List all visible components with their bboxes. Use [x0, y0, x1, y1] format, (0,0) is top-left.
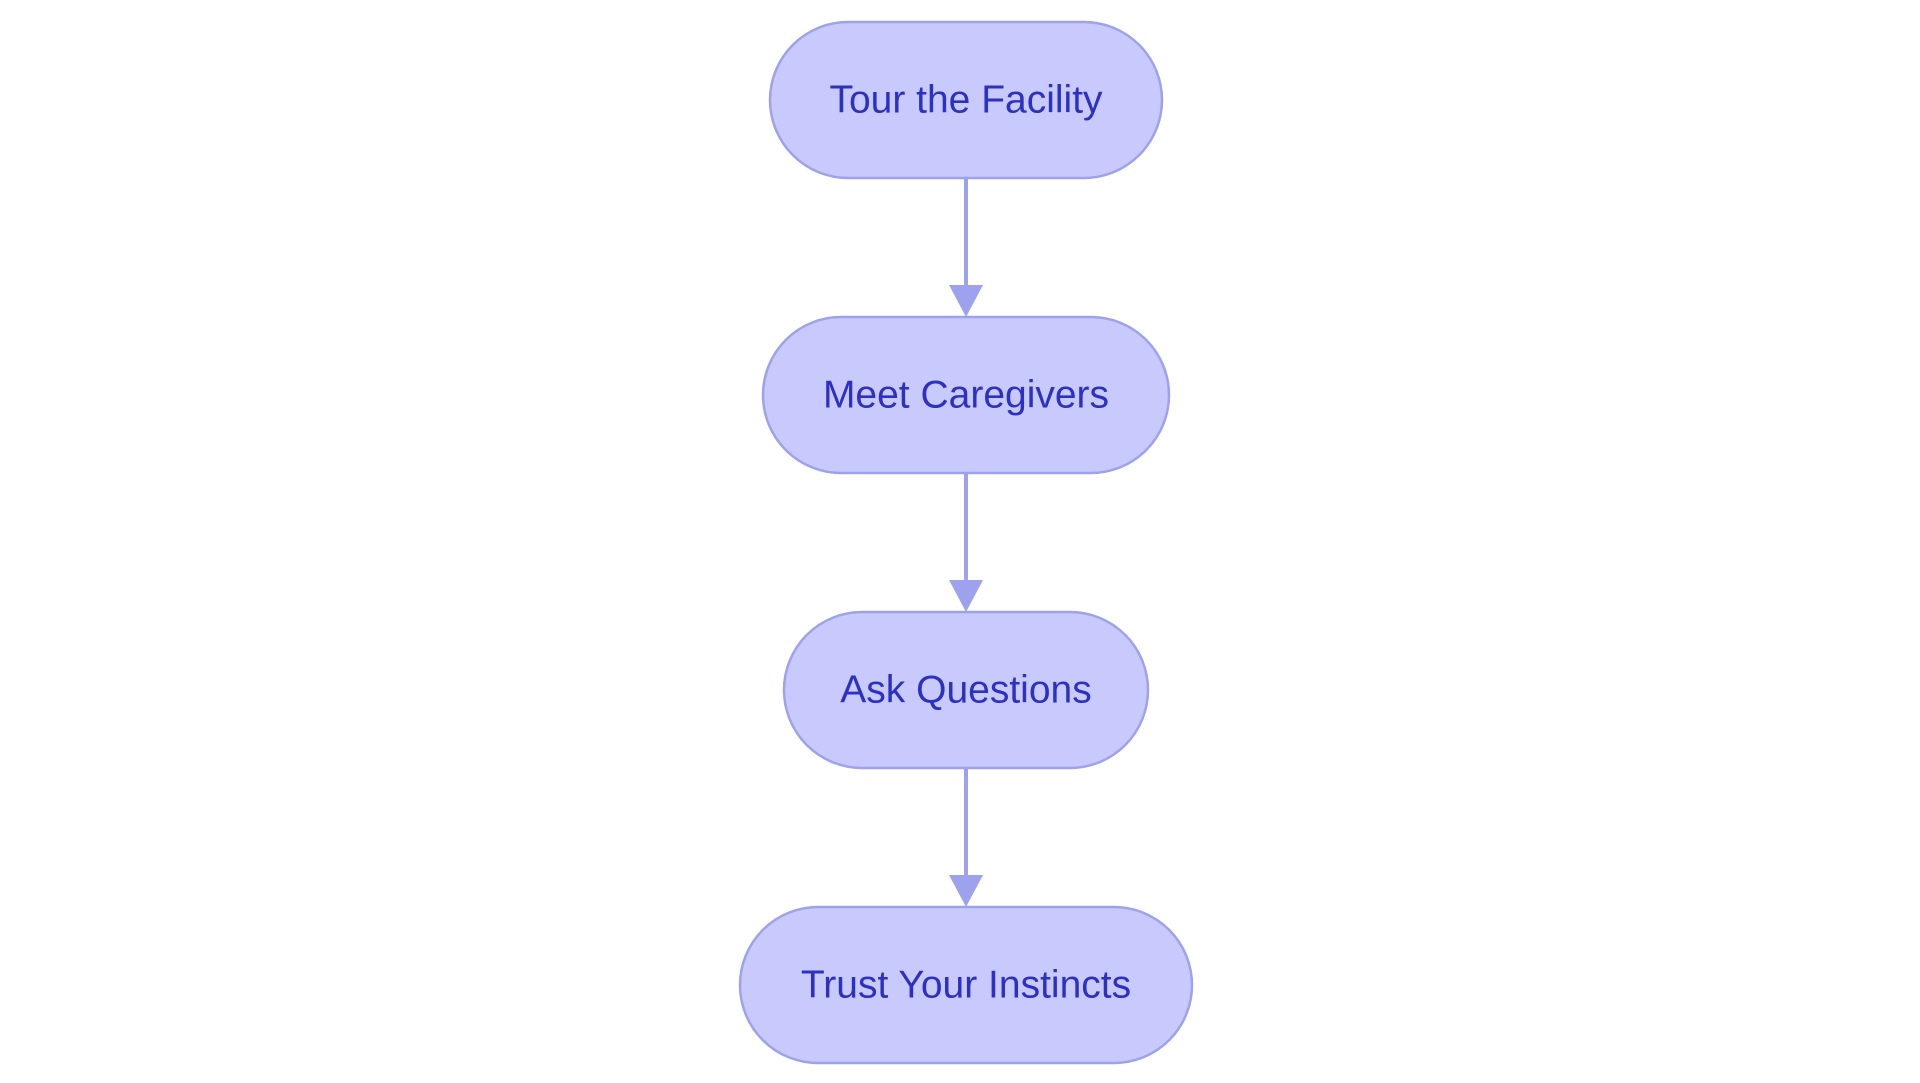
arrowhead-icon — [949, 580, 983, 612]
arrowhead-icon — [949, 875, 983, 907]
flow-node-meet: Meet Caregivers — [761, 315, 1171, 475]
flow-node-shape — [782, 610, 1150, 770]
flow-node-shape — [768, 20, 1164, 180]
flow-node-shape — [738, 905, 1194, 1065]
flow-node-trust: Trust Your Instincts — [738, 905, 1194, 1065]
flow-edge-ask-to-trust — [949, 768, 983, 907]
arrowhead-icon — [949, 285, 983, 317]
flow-node-ask: Ask Questions — [782, 610, 1150, 770]
edges-layer — [949, 178, 983, 907]
flow-node-shape — [761, 315, 1171, 475]
flow-node-label: Trust Your Instincts — [801, 964, 1131, 1007]
flow-edge-meet-to-ask — [949, 473, 983, 612]
flow-node-label: Tour the Facility — [829, 79, 1103, 122]
flow-node-label: Meet Caregivers — [823, 374, 1109, 417]
flow-node-label: Ask Questions — [840, 669, 1091, 712]
flow-node-tour: Tour the Facility — [768, 20, 1164, 180]
flow-edge-tour-to-meet — [949, 178, 983, 317]
